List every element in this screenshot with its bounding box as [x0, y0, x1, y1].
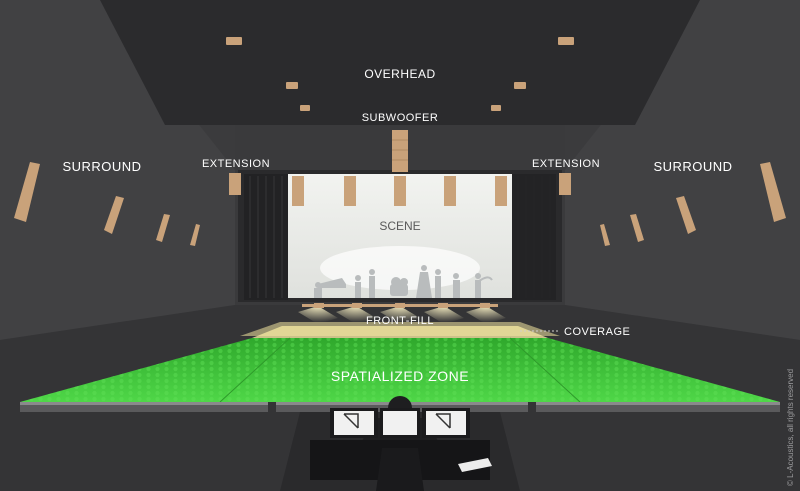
surround-speakers-right	[600, 162, 786, 246]
label-subwoofer: SUBWOOFER	[362, 112, 439, 124]
label-spatialized-zone: SPATIALIZED ZONE	[331, 368, 469, 384]
copyright-notice: © L-Acoustics, all rights reserved	[786, 369, 795, 486]
scene-speakers	[292, 176, 507, 206]
label-overhead: OVERHEAD	[364, 67, 435, 81]
overhead-speakers	[226, 37, 574, 111]
extension-speakers	[229, 173, 571, 195]
band-silhouettes	[314, 246, 493, 298]
label-scene: SCENE	[379, 219, 420, 233]
label-front-fill: FRONT-FILL	[366, 315, 434, 327]
subwoofer-speaker	[392, 130, 408, 172]
right-curtain	[512, 174, 556, 300]
right-wall	[565, 0, 800, 340]
left-wall	[0, 0, 235, 340]
label-surround-left: SURROUND	[62, 159, 141, 174]
label-extension-left: EXTENSION	[202, 158, 270, 170]
label-coverage: COVERAGE	[564, 326, 630, 338]
coverage-band	[252, 326, 548, 338]
label-extension-right: EXTENSION	[532, 158, 600, 170]
label-surround-right: SURROUND	[653, 159, 732, 174]
mixing-console	[280, 396, 520, 491]
surround-speakers-left	[14, 162, 200, 246]
ceiling	[100, 0, 700, 125]
